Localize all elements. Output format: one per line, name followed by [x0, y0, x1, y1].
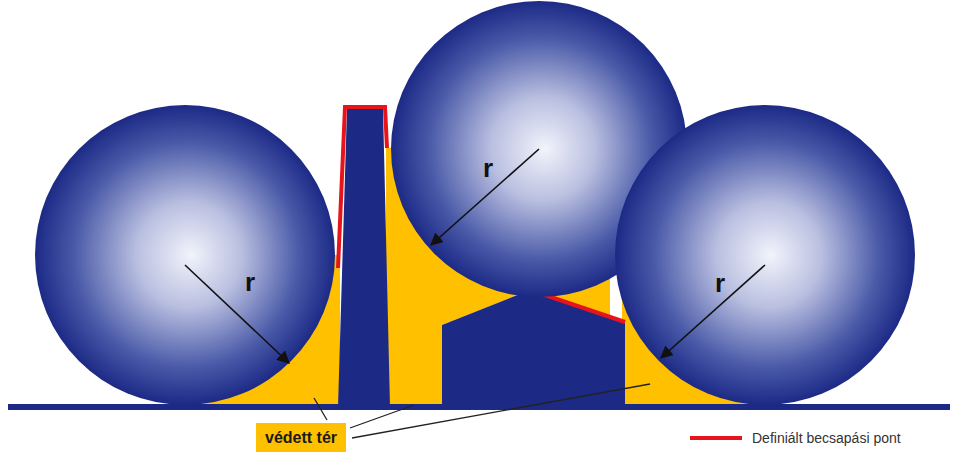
protected-space-label: védett tér: [265, 428, 337, 447]
radius-label: r: [245, 269, 255, 295]
radius-arrow: [431, 149, 539, 245]
tower: [338, 108, 390, 407]
legend: Definiált becsapási pont: [752, 429, 901, 447]
building: [442, 290, 625, 407]
radius-label: r: [483, 155, 493, 181]
radius-label: r: [715, 270, 725, 296]
leader-line: [352, 384, 650, 438]
sphere: [615, 105, 915, 405]
strike-point-line: [338, 107, 387, 268]
rolling-sphere: r: [35, 105, 335, 405]
leader-line: [314, 398, 327, 420]
legend-sample-line: [690, 436, 742, 440]
leader-line: [350, 405, 414, 428]
sphere: [35, 105, 335, 405]
protected-space-label-box: védett tér: [256, 423, 346, 452]
sphere-outline: [615, 105, 915, 405]
legend-text: Definiált becsapási pont: [752, 430, 901, 446]
radius-arrow: [185, 265, 289, 363]
sphere-outline: [35, 105, 335, 405]
rolling-sphere: r: [615, 105, 915, 405]
radius-arrow: [661, 265, 765, 358]
